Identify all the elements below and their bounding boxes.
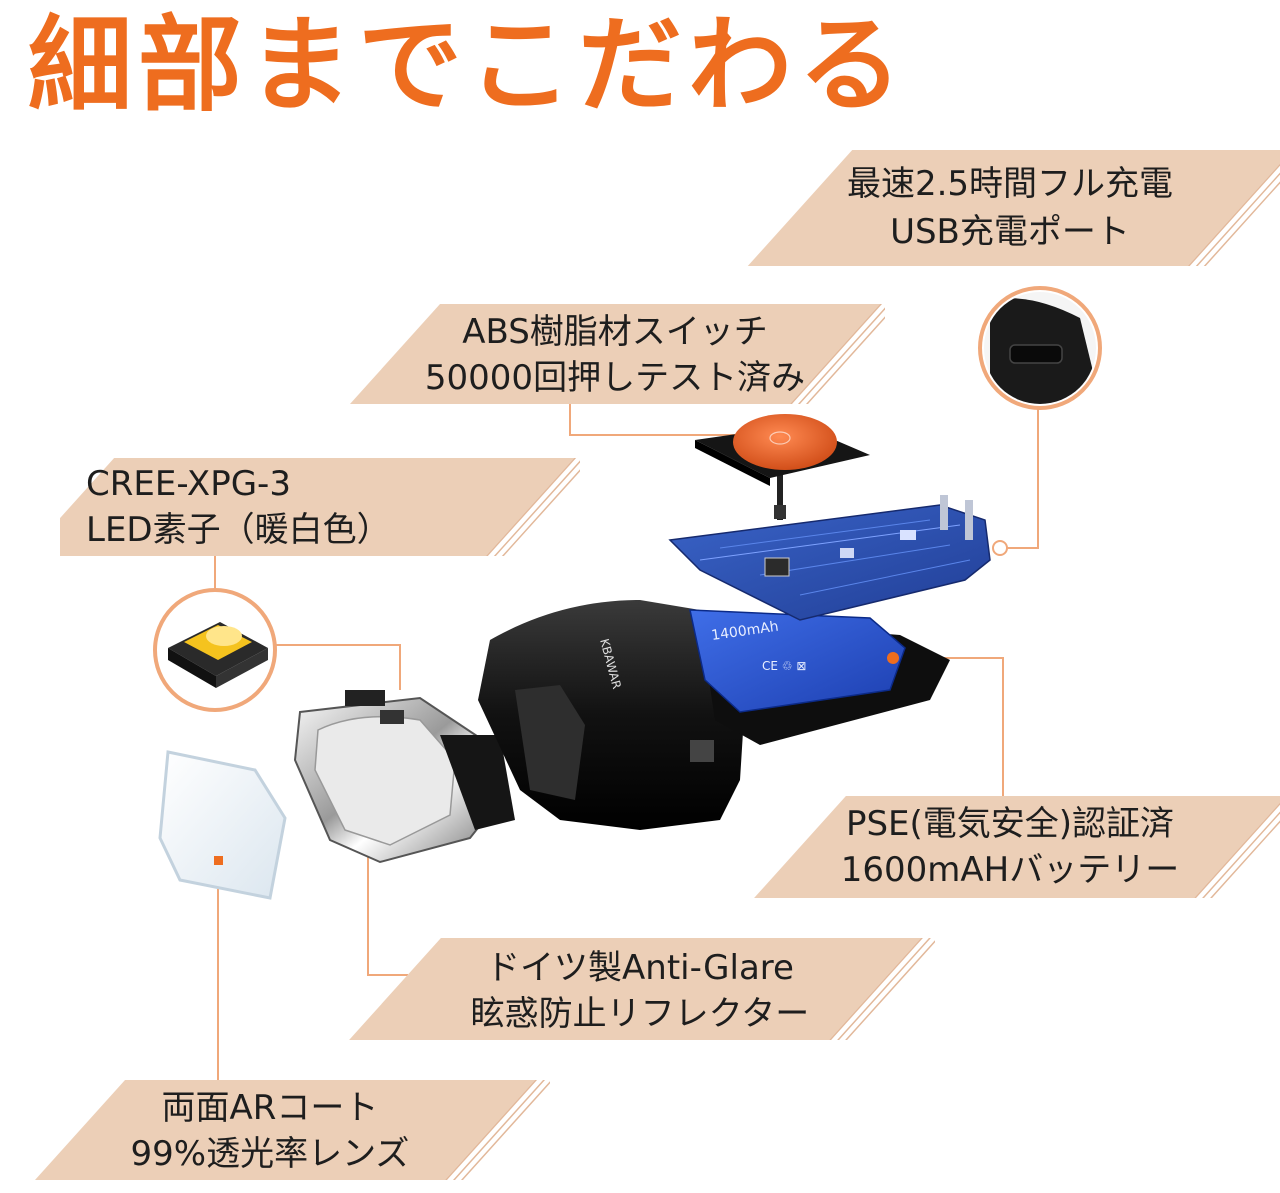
callout-usb-port: 最速2.5時間フル充電 USB充電ポート xyxy=(740,150,1280,266)
callout-usb-line1: 最速2.5時間フル充電 xyxy=(846,164,1174,204)
callout-lens-line1: 両面ARコート xyxy=(161,1088,379,1128)
callout-battery: PSE(電気安全)認証済 1600mAHバッテリー xyxy=(740,796,1280,898)
led-chip-detail xyxy=(153,588,277,712)
callout-usb-line2: USB充電ポート xyxy=(890,212,1130,252)
page-title: 細部までこだわる xyxy=(28,4,909,126)
callout-led-line2: LED素子（暖白色） xyxy=(86,510,391,550)
callout-battery-line1: PSE(電気安全)認証済 xyxy=(845,804,1175,844)
black-housing: KBAWAR xyxy=(478,600,745,830)
callout-lens-line2: 99%透光率レンズ xyxy=(130,1134,410,1174)
battery-pack: 1400mAh CE ♲ ⊠ xyxy=(689,609,950,745)
callout-switch: ABS樹脂材スイッチ 50000回押しテスト済み xyxy=(345,304,885,404)
circuit-board xyxy=(668,495,991,621)
callout-led: CREE-XPG-3 LED素子（暖白色） xyxy=(60,458,580,556)
callout-reflector: ドイツ製Anti-Glare 眩惑防止リフレクター xyxy=(345,938,935,1040)
ar-lens xyxy=(158,750,287,900)
chrome-reflector xyxy=(293,690,515,864)
callout-battery-line2: 1600mAHバッテリー xyxy=(840,850,1180,890)
callout-reflector-line2: 眩惑防止リフレクター xyxy=(470,994,810,1034)
leader-lines xyxy=(214,400,1039,1095)
callout-reflector-line1: ドイツ製Anti-Glare xyxy=(486,948,794,988)
callout-led-line1: CREE-XPG-3 xyxy=(86,464,291,504)
svg-text:CE ♲ ⊠: CE ♲ ⊠ xyxy=(762,659,806,673)
callout-switch-line2: 50000回押しテスト済み xyxy=(424,358,806,398)
callout-switch-line1: ABS樹脂材スイッチ xyxy=(462,312,768,352)
usb-port-detail xyxy=(978,286,1102,556)
switch-assembly xyxy=(695,414,870,520)
callout-lens: 両面ARコート 99%透光率レンズ xyxy=(30,1080,550,1180)
